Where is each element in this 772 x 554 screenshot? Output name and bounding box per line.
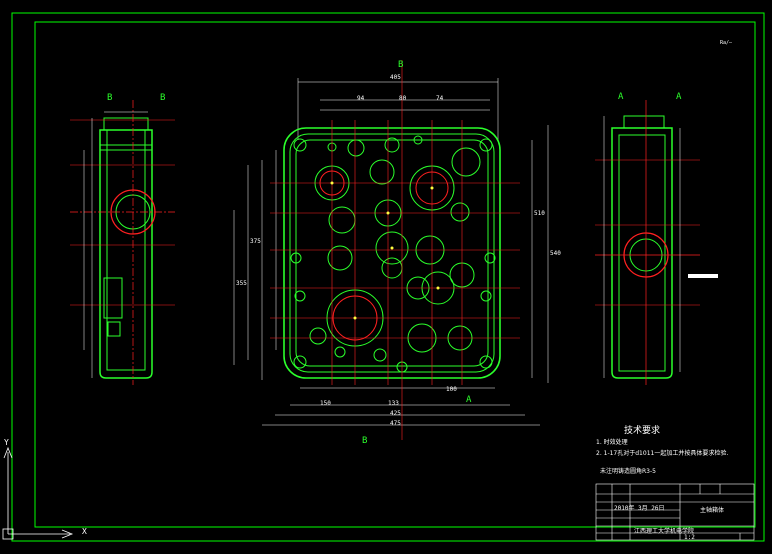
- tech-requirement-1: 1. 时效处理: [596, 439, 628, 446]
- main-front-view: [233, 60, 549, 440]
- right-section-label-a: A: [618, 92, 624, 102]
- dim-left-1: 355: [236, 280, 247, 287]
- bottom-section-label: B: [362, 436, 368, 446]
- dim-top-row-3: 74: [436, 95, 444, 102]
- dim-bottom-row-1: 150: [320, 400, 331, 407]
- dim-bottom-row-2: 133: [388, 400, 399, 407]
- dim-top-row-2: 80: [399, 95, 407, 102]
- dim-right-2: 540: [550, 250, 561, 257]
- title-block-part-name: 主轴箱体: [700, 507, 725, 514]
- title-block-school: 江西理工大学机电学院: [634, 528, 695, 535]
- left-section-label-a: B: [107, 93, 113, 103]
- dim-right-1: 510: [534, 210, 545, 217]
- drawing-border-inner: [34, 21, 756, 528]
- tech-requirements-title: 技术要求: [624, 426, 661, 436]
- dim-top-overall: 405: [390, 74, 401, 81]
- top-section-label: B: [398, 60, 404, 70]
- tech-requirement-3: 未注明铸造圆角R3-5: [600, 468, 656, 475]
- title-block-date: 2010年 3月 26日: [614, 505, 665, 512]
- right-section-view: [595, 100, 718, 385]
- drawing-border-outer: [11, 12, 765, 542]
- ucs-y-label: Y: [4, 438, 9, 447]
- corner-note: Ra/—: [720, 40, 733, 46]
- ucs-icon: [2, 446, 74, 540]
- dim-left-2: 375: [250, 238, 261, 245]
- title-block-grid: [595, 483, 755, 541]
- dim-bottom-overall-2: 475: [390, 420, 401, 427]
- title-block-scale: 1:2: [684, 534, 695, 541]
- tech-requirement-2: 2. 1-17孔对于d1011一起加工并按具体要求检验.: [596, 450, 729, 457]
- ucs-x-label: X: [82, 527, 87, 536]
- dim-top-row-1: 94: [357, 95, 365, 102]
- left-section-label-b: B: [160, 93, 166, 103]
- dim-bottom-overall-1: 425: [390, 410, 401, 417]
- side-section-label: A: [466, 395, 472, 405]
- right-section-label-b: A: [676, 92, 682, 102]
- dim-bottom-row-3: 100: [446, 386, 457, 393]
- left-section-view: [70, 100, 175, 385]
